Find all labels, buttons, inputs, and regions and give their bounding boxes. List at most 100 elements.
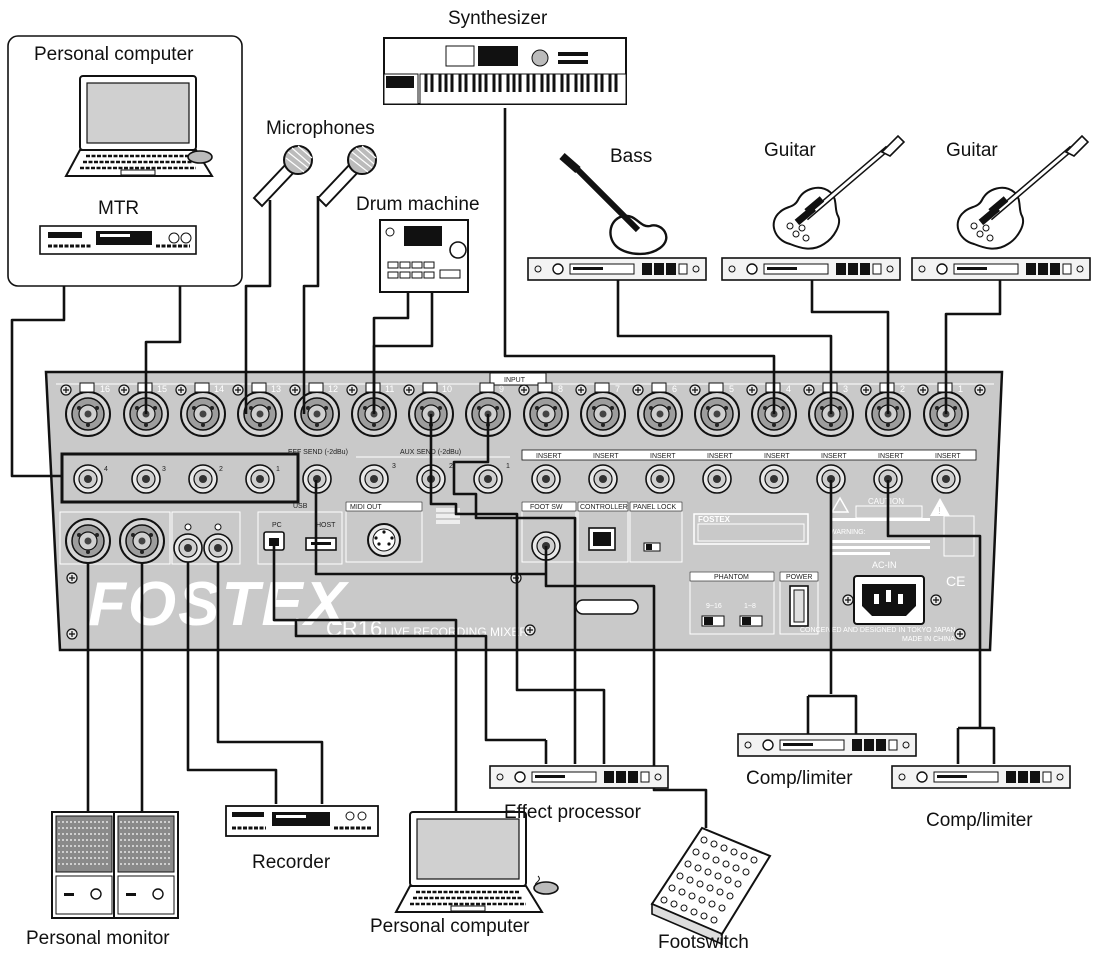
pc-mtr-group bbox=[7, 35, 243, 287]
insert-label: INSERT bbox=[764, 453, 790, 460]
input-label: INPUT bbox=[504, 377, 526, 384]
insert-label: INSERT bbox=[536, 453, 562, 460]
channel-number: 14 bbox=[214, 384, 224, 394]
usb-section: USB PC HOST bbox=[257, 503, 343, 565]
speaker-icon bbox=[51, 811, 117, 919]
comp-limiter-icon bbox=[891, 765, 1071, 789]
brand-badge: FOSTEX bbox=[693, 513, 809, 545]
mouse-icon bbox=[187, 150, 213, 164]
phantom-section: PHANTOM 9~16 1~8 bbox=[689, 571, 775, 635]
personal-computer-top-label: Personal computer bbox=[34, 44, 194, 65]
channel-number: 9 bbox=[499, 384, 504, 394]
bass-guitar-icon bbox=[559, 152, 668, 256]
ac-in-label: AC-IN bbox=[872, 560, 897, 570]
speaker-icon bbox=[113, 811, 179, 919]
origin-text: CONCEIVED AND DESIGNED IN TOKYO JAPAN bbox=[800, 627, 956, 634]
ce-mark: CE bbox=[946, 573, 965, 589]
foot-sw-label: FOOT SW bbox=[530, 504, 563, 511]
mouse-icon bbox=[533, 881, 559, 895]
channel-number: 4 bbox=[786, 384, 791, 394]
footswitch-label: Footswitch bbox=[658, 932, 749, 953]
microphones-label: Microphones bbox=[266, 118, 375, 139]
midi-out-section: MIDI OUT bbox=[345, 501, 423, 563]
recorder-label: Recorder bbox=[252, 852, 331, 873]
channel-number: 6 bbox=[672, 384, 677, 394]
warning-label: WARNING: bbox=[830, 529, 866, 536]
rack-unit-icon bbox=[527, 257, 707, 281]
tape-jack-group: 4 3 2 1 bbox=[60, 452, 300, 504]
ac-in-socket: AC-IN CE bbox=[842, 560, 965, 625]
channel-number: 3 bbox=[843, 384, 848, 394]
drum-machine-icon bbox=[379, 219, 469, 293]
effect-processor-label: Effect processor bbox=[504, 802, 641, 823]
comp-limiter-icon bbox=[737, 733, 917, 757]
personal-computer-bottom-label: Personal computer bbox=[370, 916, 530, 937]
aux-send-number: 2 bbox=[449, 463, 453, 470]
guitar-label-2: Guitar bbox=[946, 140, 998, 161]
mixer-rear-panel: INPUT 16 15 14 13 12 11 10 9 bbox=[44, 370, 1004, 652]
phantom-range: 1~8 bbox=[744, 603, 756, 610]
channel-number: 5 bbox=[729, 384, 734, 394]
synthesizer-label: Synthesizer bbox=[448, 8, 548, 29]
channel-number: 1 bbox=[958, 384, 963, 394]
panel-lock-label: PANEL LOCK bbox=[633, 504, 677, 511]
aux-send-number: 3 bbox=[392, 463, 396, 470]
drum-machine-label: Drum machine bbox=[356, 194, 480, 215]
microphone-icon bbox=[253, 145, 313, 207]
aux-send-number: 1 bbox=[506, 463, 510, 470]
channel-number: 13 bbox=[271, 384, 281, 394]
host-label: HOST bbox=[316, 522, 336, 529]
guitar-label-1: Guitar bbox=[764, 140, 816, 161]
insert-label: INSERT bbox=[878, 453, 904, 460]
insert-label: INSERT bbox=[650, 453, 676, 460]
mtr-label: MTR bbox=[98, 198, 140, 219]
channel-number: 7 bbox=[615, 384, 620, 394]
insert-label: INSERT bbox=[935, 453, 961, 460]
mtr-icon bbox=[39, 225, 197, 255]
panel-lock-section: PANEL LOCK bbox=[629, 501, 683, 563]
channel-number: 2 bbox=[900, 384, 905, 394]
phantom-range: 9~16 bbox=[706, 603, 722, 610]
footswitch-icon bbox=[650, 826, 772, 946]
power-section: POWER bbox=[779, 571, 819, 635]
bass-label: Bass bbox=[610, 146, 653, 167]
controller-section: CONTROLLER bbox=[577, 501, 629, 563]
tape-jack-number: 3 bbox=[162, 466, 166, 473]
synthesizer-icon bbox=[383, 37, 627, 105]
insert-label: INSERT bbox=[821, 453, 847, 460]
channel-number: 15 bbox=[157, 384, 167, 394]
insert-jacks: INSERT INSERT INSERT INSERT INSERT INSER… bbox=[521, 449, 977, 494]
channel-number: 8 bbox=[558, 384, 563, 394]
rack-unit-icon bbox=[721, 257, 901, 281]
tape-jack-number: 1 bbox=[276, 466, 280, 473]
channel-number: 11 bbox=[385, 384, 394, 394]
channel-number: 16 bbox=[100, 384, 110, 394]
badge-brand: FOSTEX bbox=[698, 515, 731, 524]
comp-limiter-label-1: Comp/limiter bbox=[746, 768, 853, 789]
cables bbox=[10, 108, 1002, 828]
stereo-out-xlr bbox=[59, 511, 241, 565]
tape-jack-number: 2 bbox=[219, 466, 223, 473]
pc-label: PC bbox=[272, 522, 282, 529]
rack-unit-icon bbox=[911, 257, 1091, 281]
comp-limiter-label-2: Comp/limiter bbox=[926, 810, 1033, 831]
made-in-text: MADE IN CHINA bbox=[902, 636, 955, 643]
usb-label: USB bbox=[293, 503, 308, 510]
channel-number: 10 bbox=[442, 384, 452, 394]
tape-jack-number: 4 bbox=[104, 466, 108, 473]
laptop-icon bbox=[394, 810, 544, 914]
power-label: POWER bbox=[786, 574, 812, 581]
controller-label: CONTROLLER bbox=[580, 504, 628, 511]
channel-number: 12 bbox=[328, 384, 338, 394]
foot-sw-section: FOOT SW bbox=[521, 501, 577, 563]
svg-text:!: ! bbox=[938, 506, 941, 517]
eff-send-label: EFF SEND (-2dBu) bbox=[288, 449, 348, 456]
insert-label: INSERT bbox=[593, 453, 619, 460]
personal-monitor-label: Personal monitor bbox=[26, 928, 170, 949]
recorder-icon bbox=[225, 805, 379, 837]
phantom-label: PHANTOM bbox=[714, 574, 749, 581]
insert-label: INSERT bbox=[707, 453, 733, 460]
effect-processor-icon bbox=[489, 765, 669, 789]
caution-label: CAUTION bbox=[868, 497, 904, 506]
